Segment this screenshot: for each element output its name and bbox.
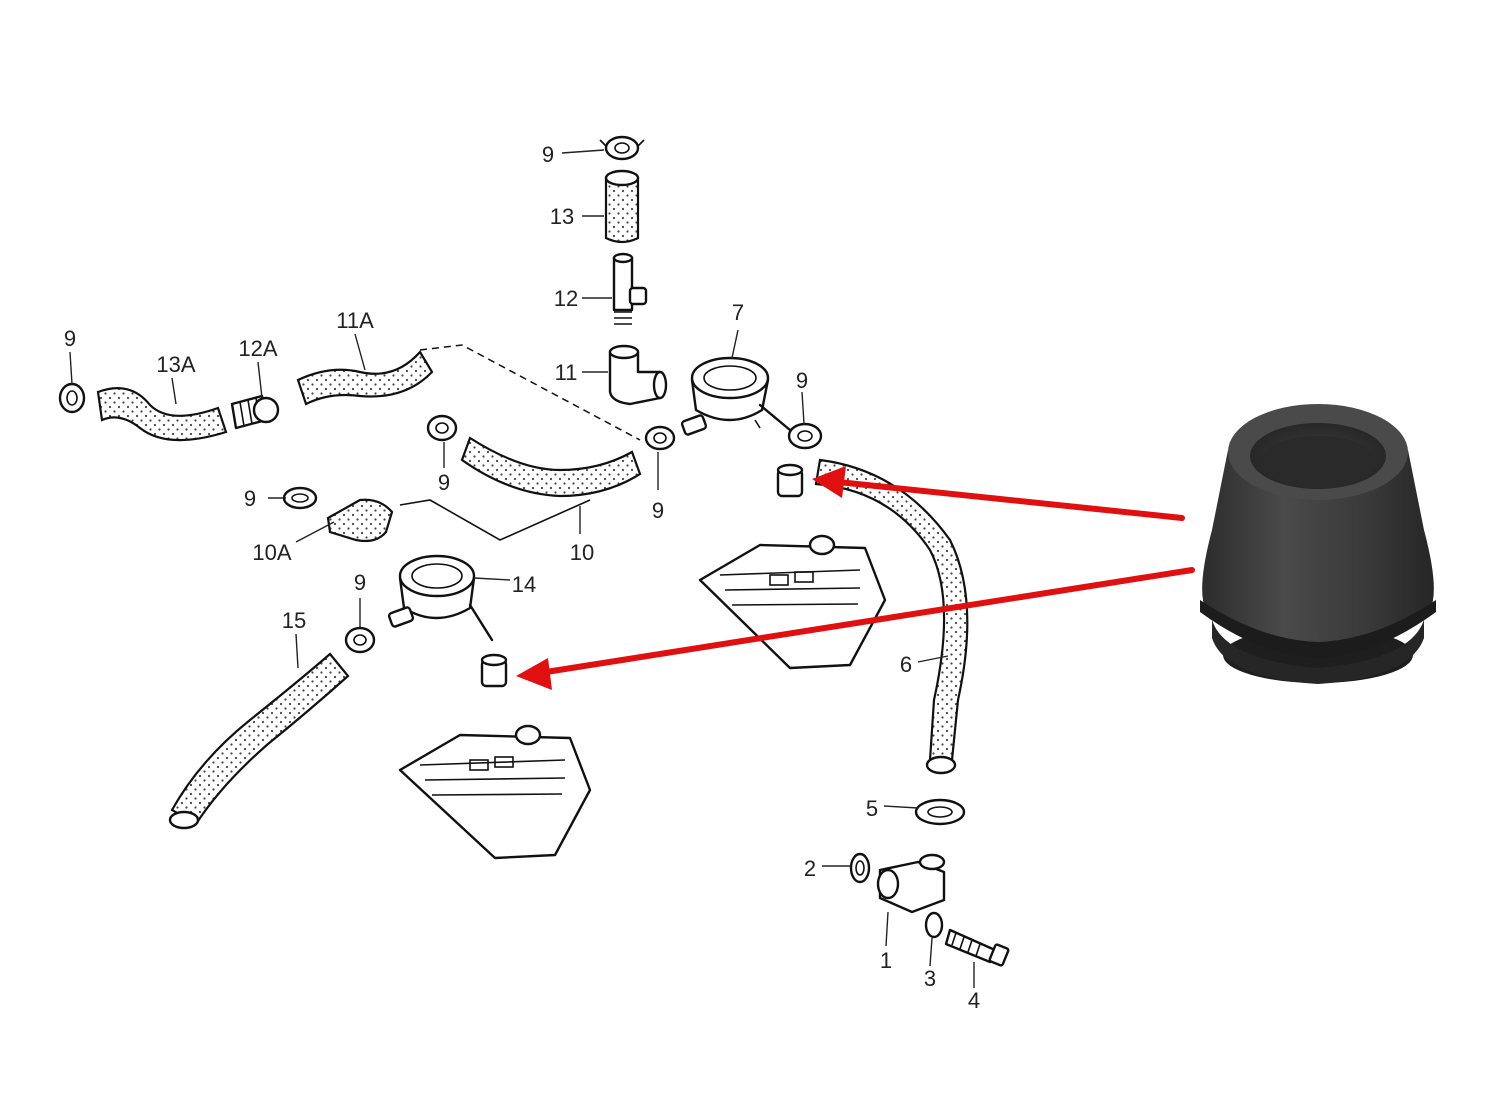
- arrow-upper: [812, 466, 1185, 521]
- fitting-1: [876, 853, 946, 914]
- label-11: 11: [555, 360, 578, 385]
- label-9-mid: 9: [438, 470, 450, 495]
- label-14: 14: [512, 572, 536, 597]
- top-clamp-9: [599, 135, 645, 161]
- breather-housing-14: [387, 554, 494, 642]
- label-10: 10: [570, 540, 594, 565]
- label-2: 2: [804, 856, 816, 881]
- bolt-4: [944, 928, 1010, 967]
- label-12A: 12A: [238, 336, 277, 361]
- label-4: 4: [968, 988, 980, 1013]
- label-5: 5: [866, 796, 878, 821]
- clamp-9-mid: [426, 414, 458, 442]
- clamp-9-lower: [344, 626, 376, 654]
- label-9-top: 9: [542, 142, 554, 167]
- breather-grommet-icon: [1200, 404, 1436, 684]
- label-9-center: 9: [652, 498, 664, 523]
- leader-lines: [69, 149, 975, 988]
- label-7: 7: [732, 300, 744, 325]
- label-9-left: 9: [64, 326, 76, 351]
- label-9-small: 9: [244, 486, 256, 511]
- label-13: 13: [550, 204, 574, 229]
- hose-13A: [96, 387, 228, 442]
- label-13A: 13A: [156, 352, 195, 377]
- breather-port-lower: [480, 653, 508, 688]
- elbow-11: [608, 344, 668, 406]
- label-1: 1: [880, 948, 892, 973]
- label-10A: 10A: [252, 540, 291, 565]
- valve-12: [612, 252, 648, 325]
- valve-cover-right: [698, 534, 887, 670]
- label-11A: 11A: [336, 308, 374, 333]
- clamp-5: [914, 798, 966, 826]
- hose-10A: [326, 498, 394, 543]
- hose-10: [460, 436, 642, 498]
- arrow-lower: [516, 567, 1195, 690]
- clamp-9-left: [58, 382, 86, 414]
- label-6: 6: [900, 652, 912, 677]
- breather-housing-7: [680, 356, 792, 436]
- clamp-9-center: [644, 425, 676, 451]
- label-15: 15: [282, 608, 306, 633]
- fitting-12A: [230, 394, 280, 430]
- washer-2: [849, 852, 871, 884]
- label-3: 3: [924, 966, 936, 991]
- valve-cover-left: [398, 724, 592, 860]
- clamp-9-small: [282, 486, 318, 510]
- breather-port-upper: [776, 463, 804, 498]
- label-12: 12: [554, 286, 578, 311]
- part-labels: 9 13 12 11 7 9 9 13A 12A 11A 9 9 9 10A 1…: [64, 142, 980, 1013]
- washer-3: [924, 911, 944, 939]
- hose-11A: [296, 350, 434, 406]
- hose-6: [814, 458, 969, 775]
- hose-13: [604, 169, 640, 244]
- label-9-lower: 9: [354, 570, 366, 595]
- clamp-9-right: [787, 422, 823, 450]
- hose-15: [168, 652, 350, 830]
- label-9-right: 9: [796, 368, 808, 393]
